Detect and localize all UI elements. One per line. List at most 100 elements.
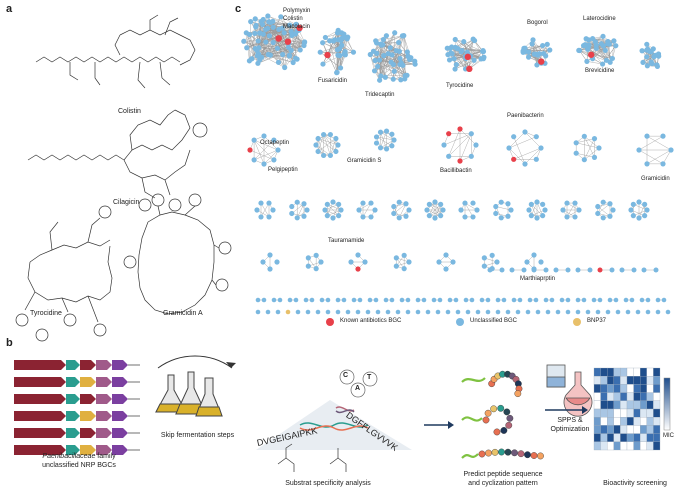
network-node [375,63,381,70]
network-node [357,297,363,303]
network-node [538,145,544,151]
network-node [365,309,371,315]
network-node [327,152,333,159]
heatmap-cell [600,417,608,426]
network-node [628,207,634,213]
network-node [564,214,570,220]
known-antibiotic-node [538,58,545,65]
network-node [282,64,288,71]
label-tyrocidine: Tyrocidine [446,83,474,89]
network-node [276,26,282,33]
network-node [322,34,329,41]
compound-label-gramicidin-a: Gramicidin A [163,310,203,317]
network-node [520,49,526,55]
compound-label-tyrocidine: Tyrocidine [30,310,62,317]
network-node [542,60,548,66]
network-node [396,39,402,46]
network-node [560,207,566,213]
known-antibiotic-node [355,266,361,272]
heatmap-cell [593,433,601,442]
network-node [481,263,487,269]
network-node [469,297,475,303]
network-node [401,33,407,39]
network-node [463,297,469,303]
network-node [339,30,345,36]
network-node [581,157,587,163]
network-node [327,131,333,138]
heatmap-cell [613,425,621,434]
network-node [600,215,606,221]
heatmap-cell [646,441,654,451]
network-node [600,43,607,49]
network-node [473,142,479,148]
peptide-bead [478,450,486,458]
network-node [644,133,650,139]
network-node [378,42,385,48]
network-node [275,147,281,153]
network-node [538,60,545,66]
network-node [533,156,539,162]
network-node [289,32,295,39]
heatmap-cell [613,384,621,393]
network-node [443,266,449,272]
network-node [368,200,374,206]
network-node [559,297,565,303]
legend-label-unclassified: Unclassified BGC [470,318,518,324]
peptide-bead [491,448,499,456]
network-node [426,201,432,207]
network-node [339,42,345,48]
network-node [360,214,366,220]
network-node [572,214,578,220]
network-node [391,137,397,143]
network-node [605,41,611,47]
network-node [286,52,293,58]
network-node [603,57,610,63]
network-node [639,48,645,54]
network-node [596,145,602,151]
heatmap-cell [607,384,614,393]
network-node [277,297,283,303]
heatmap-cell [646,376,654,385]
network-node [313,142,319,148]
network-node [522,129,528,135]
heatmap-cell [646,384,654,393]
peptide-bead [506,414,514,422]
family-label: Paenibacillaceae family unclassified NRP… [14,452,144,470]
network-node [440,207,446,213]
known-antibiotic-node [446,131,452,137]
network-node [362,259,368,265]
label-tauramamide: Tauramamide [328,238,365,244]
heatmap-cell [620,425,628,434]
peptide-bead [494,372,502,380]
network-node [660,161,666,167]
network-node [367,297,373,303]
heatmap-cell [620,417,628,426]
cat-letter-t: T [367,374,372,381]
heatmap-cell [626,408,634,418]
network-node [341,31,347,37]
network-node [613,43,619,49]
gene-arrow [96,411,112,421]
flask-icons [155,355,236,417]
heatmap-cell [653,384,661,393]
network-node [330,199,336,205]
network-node [462,66,469,72]
network-node [320,61,326,67]
network-node [373,297,379,303]
network-node [390,76,396,82]
network-node [607,213,613,219]
network-node [481,54,487,60]
network-node [642,213,648,219]
network-node [321,152,327,159]
network-node [531,252,537,258]
heatmap-cell [626,433,634,442]
heatmap-cell [640,376,647,385]
network-node [270,39,276,46]
network-node [301,39,308,46]
network-node [640,59,646,66]
family-label-line2: unclassified NRP BGCs [42,462,116,469]
network-node [653,267,659,273]
network-node [533,134,539,140]
network-node [583,36,589,42]
gene-arrow [112,360,128,370]
